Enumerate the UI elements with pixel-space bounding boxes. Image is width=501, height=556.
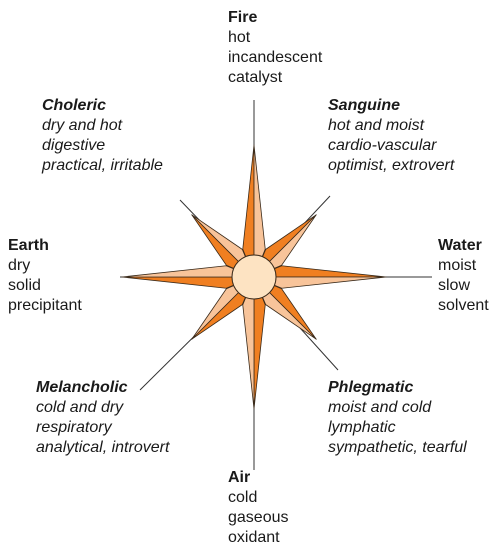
label-air: Air cold gaseous oxidant (228, 468, 289, 548)
label-fire: Fire hot incandescent catalyst (228, 8, 322, 88)
sanguine-title: Sanguine (328, 96, 454, 116)
label-melancholic: Melancholic cold and dry respiratory ana… (36, 378, 169, 458)
phlegmatic-line-3: sympathetic, tearful (328, 438, 467, 458)
water-line-2: slow (438, 276, 489, 296)
choleric-line-1: dry and hot (42, 116, 163, 136)
air-line-3: oxidant (228, 528, 289, 548)
earth-title: Earth (8, 236, 82, 256)
label-earth: Earth dry solid precipitant (8, 236, 82, 316)
water-line-3: solvent (438, 296, 489, 316)
fire-line-3: catalyst (228, 68, 322, 88)
fire-title: Fire (228, 8, 322, 28)
center-circle (232, 255, 276, 299)
label-phlegmatic: Phlegmatic moist and cold lymphatic symp… (328, 378, 467, 458)
sanguine-line-1: hot and moist (328, 116, 454, 136)
melancholic-line-2: respiratory (36, 418, 169, 438)
air-title: Air (228, 468, 289, 488)
water-title: Water (438, 236, 489, 256)
air-line-2: gaseous (228, 508, 289, 528)
earth-line-1: dry (8, 256, 82, 276)
label-choleric: Choleric dry and hot digestive practical… (42, 96, 163, 176)
air-line-1: cold (228, 488, 289, 508)
phlegmatic-line-2: lymphatic (328, 418, 467, 438)
fire-line-2: incandescent (228, 48, 322, 68)
label-sanguine: Sanguine hot and moist cardio-vascular o… (328, 96, 454, 176)
earth-line-2: solid (8, 276, 82, 296)
sanguine-line-3: optimist, extrovert (328, 156, 454, 176)
choleric-line-2: digestive (42, 136, 163, 156)
phlegmatic-line-1: moist and cold (328, 398, 467, 418)
choleric-title: Choleric (42, 96, 163, 116)
melancholic-line-3: analytical, introvert (36, 438, 169, 458)
choleric-line-3: practical, irritable (42, 156, 163, 176)
melancholic-line-1: cold and dry (36, 398, 169, 418)
label-water: Water moist slow solvent (438, 236, 489, 316)
water-line-1: moist (438, 256, 489, 276)
sanguine-line-2: cardio-vascular (328, 136, 454, 156)
earth-line-3: precipitant (8, 296, 82, 316)
phlegmatic-title: Phlegmatic (328, 378, 467, 398)
melancholic-title: Melancholic (36, 378, 169, 398)
fire-line-1: hot (228, 28, 322, 48)
